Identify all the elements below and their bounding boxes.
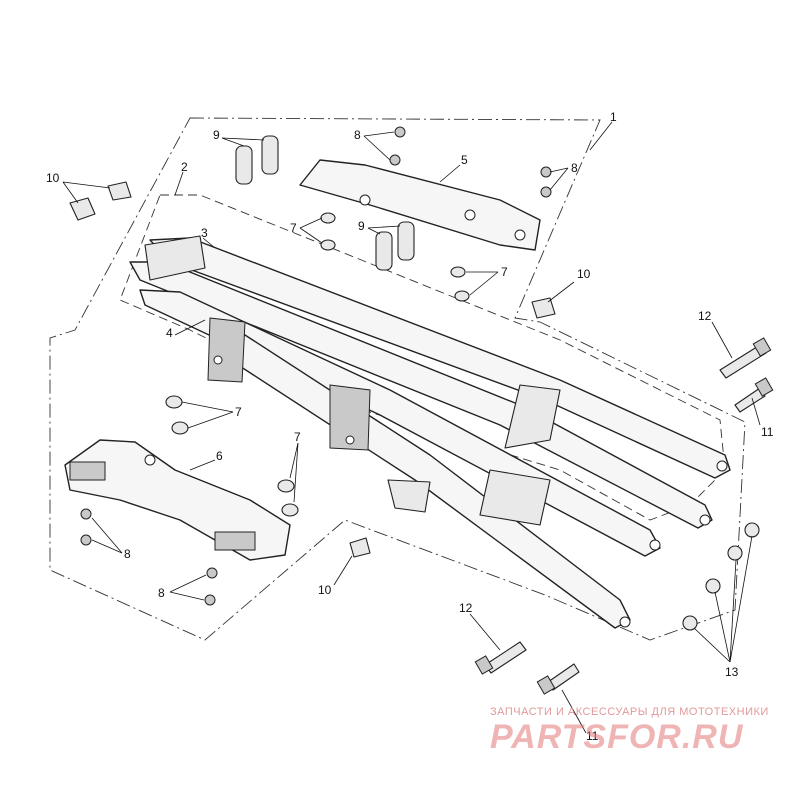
side-plate-left-hole xyxy=(213,355,223,365)
spacer-plate xyxy=(235,145,253,185)
spacer-plate xyxy=(397,221,415,261)
rail-end-eye-3 xyxy=(649,539,661,551)
side-plate-right-hole xyxy=(345,435,355,445)
callout-6: 6 xyxy=(216,449,223,463)
nut xyxy=(727,545,743,561)
screw-head xyxy=(389,154,401,166)
nut xyxy=(705,578,721,594)
callout-8a: 8 xyxy=(354,128,361,142)
grommet xyxy=(171,421,189,435)
lower-bracket-pad-left xyxy=(69,461,106,481)
watermark-tagline: ЗАПЧАСТИ И АКСЕССУАРЫ ДЛЯ МОТОТЕХНИКИ xyxy=(490,706,769,718)
upper-bracket-hole-3 xyxy=(514,229,526,241)
lower-bracket-pad-right xyxy=(214,531,256,551)
callout-7d: 7 xyxy=(294,430,301,444)
callout-13: 13 xyxy=(725,665,739,679)
subframe-main xyxy=(129,235,731,629)
upper-rail-right xyxy=(129,261,713,529)
grommet xyxy=(320,239,336,251)
callout-7c: 7 xyxy=(235,405,242,419)
callout-7b: 7 xyxy=(501,265,508,279)
callout-9a: 9 xyxy=(213,128,220,142)
callout-12b: 12 xyxy=(459,601,473,615)
grommet xyxy=(165,395,183,409)
spacer-plate xyxy=(375,231,393,271)
clip-nut xyxy=(107,181,132,201)
nut xyxy=(744,522,760,538)
lower-mounting-bracket xyxy=(64,439,291,561)
screw-head xyxy=(204,594,216,606)
nuts xyxy=(682,522,760,631)
upper-bracket-hole-1 xyxy=(359,194,371,206)
callout-7a: 7 xyxy=(290,221,297,235)
callout-5: 5 xyxy=(461,153,468,167)
bolts xyxy=(474,337,774,695)
long-bolt-head xyxy=(474,655,494,675)
callout-11b: 11 xyxy=(586,729,599,743)
callout-4: 4 xyxy=(166,326,173,340)
callout-12a: 12 xyxy=(698,309,712,323)
nut xyxy=(682,615,698,631)
upper-rail-left xyxy=(149,237,731,479)
screw-head xyxy=(540,166,552,178)
clip-nut xyxy=(69,197,96,221)
short-bolt-head xyxy=(754,377,774,397)
lower-bracket-body xyxy=(64,439,291,561)
rail-end-eye-1 xyxy=(716,460,728,472)
callout-9b: 9 xyxy=(358,219,365,233)
clip-nut xyxy=(349,537,371,558)
callout-2: 2 xyxy=(181,160,188,174)
short-bolt xyxy=(734,387,766,413)
callout-8d: 8 xyxy=(158,586,165,600)
upper-bracket-body xyxy=(299,159,541,251)
clip-nuts xyxy=(69,181,556,558)
lower-bracket-hole xyxy=(144,454,156,466)
rear-crossmember xyxy=(479,469,551,526)
callout-10c: 10 xyxy=(318,583,332,597)
callout-8c: 8 xyxy=(124,547,131,561)
watermark-brand: PARTSFOR.RU xyxy=(490,718,744,756)
assembly-1-outline xyxy=(49,117,746,641)
rail-end-eye-4 xyxy=(619,616,631,628)
leader-lines xyxy=(62,121,761,734)
screw-head xyxy=(394,126,406,138)
screw-head xyxy=(540,186,552,198)
callout-10b: 10 xyxy=(577,267,591,281)
grommet xyxy=(277,479,295,493)
grommet xyxy=(320,212,336,224)
callout-10a: 10 xyxy=(46,171,60,185)
side-plate-left xyxy=(207,317,246,383)
front-crossmember xyxy=(144,235,206,281)
rear-bracket xyxy=(387,479,431,513)
long-bolt-head xyxy=(752,337,772,357)
grommets xyxy=(165,212,470,517)
grommet xyxy=(454,290,470,302)
mid-crossmember xyxy=(504,384,561,449)
upper-mounting-bracket xyxy=(299,159,541,251)
grommet xyxy=(281,503,299,517)
rail-end-eye-2 xyxy=(699,514,711,526)
callout-8b: 8 xyxy=(571,161,578,175)
side-plate-right xyxy=(329,384,371,451)
grommet xyxy=(450,266,466,278)
callout-labels: 1 2 3 4 5 6 7 7 7 7 8 8 8 8 9 9 10 10 10… xyxy=(46,110,774,743)
clip-nut xyxy=(531,297,556,319)
callout-11a: 11 xyxy=(761,425,774,439)
upper-bracket-hole-2 xyxy=(464,209,476,221)
small-screws xyxy=(80,126,552,606)
screw-head xyxy=(80,508,92,520)
spacer-plate xyxy=(261,135,279,175)
screw-head xyxy=(206,567,218,579)
callout-3: 3 xyxy=(201,226,208,240)
short-bolt-head xyxy=(536,675,556,695)
spacer-plates xyxy=(235,135,415,271)
screw-head xyxy=(80,534,92,546)
callout-1: 1 xyxy=(610,110,617,124)
